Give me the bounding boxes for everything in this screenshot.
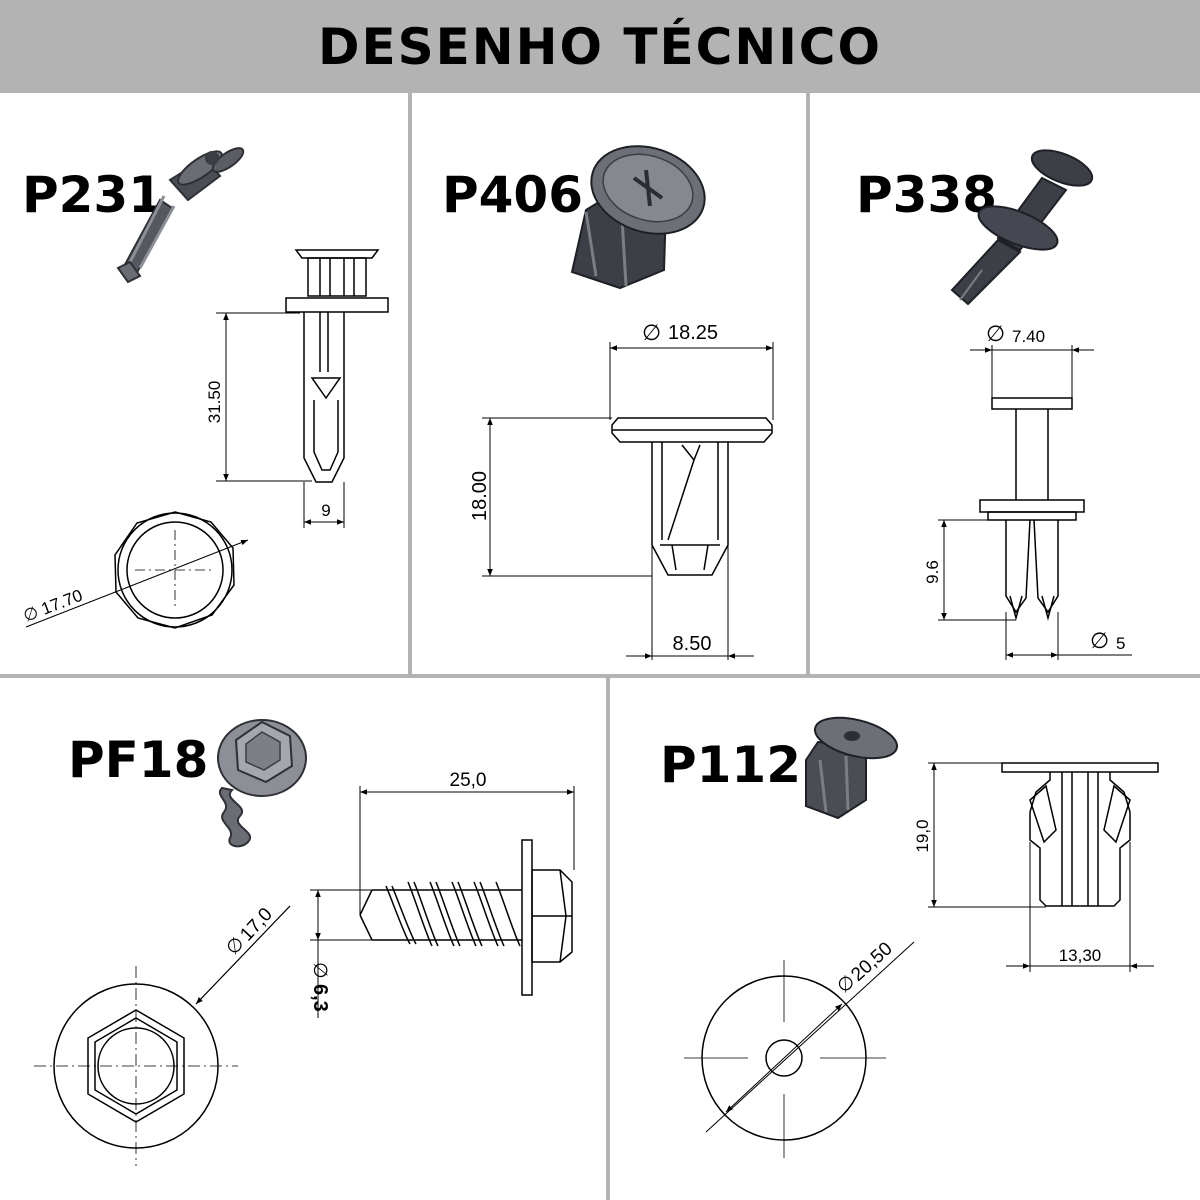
p112-dim-width: 13,30 (1059, 946, 1102, 965)
p231-dim-diameter-symbol: ∅ (21, 603, 42, 626)
p406-dim-width: 8.50 (673, 633, 712, 655)
p112-height-dimension: 19,0 (913, 762, 1046, 908)
p231-dim-width: 9 (321, 501, 330, 520)
header-bar: DESENHO TÉCNICO (0, 0, 1200, 93)
p112-top-view (684, 960, 886, 1158)
page-title: DESENHO TÉCNICO (317, 17, 883, 76)
p231-dim-diameter: 17.70 (39, 586, 86, 619)
pf18-side-view (359, 839, 573, 996)
p338-side-view (979, 397, 1085, 621)
p338-dim-height: 9.6 (923, 560, 942, 584)
pf18-dim-length: 25,0 (450, 770, 487, 791)
p112-dim-diameter: 20,50 (847, 938, 896, 985)
p338-dim-diameter: 7.40 (1012, 327, 1045, 346)
pf18-diameter-dimension: ∅ 17,0 (195, 904, 291, 1005)
pf18-top-view (34, 966, 238, 1166)
p338-width-dimension: ∅ 5 (1005, 612, 1132, 660)
p338-dim-width-symbol: ∅ (1090, 628, 1109, 653)
p338-height-dimension: 9.6 (923, 519, 1016, 621)
p231-dim-height: 31.50 (205, 381, 224, 424)
p406-height-dimension: 18.00 (469, 417, 652, 577)
pf18-product-icon (217, 719, 307, 848)
p406-width-dimension: 8.50 (626, 545, 754, 660)
p406-dim-diameter-symbol: ∅ (642, 320, 661, 345)
part-code-p112: P112 (660, 736, 802, 794)
p338-dim-width: 5 (1116, 634, 1125, 653)
p112-dim-height: 19,0 (913, 819, 932, 852)
p406-product-icon (570, 145, 706, 290)
divider-horizontal (0, 674, 1200, 678)
pf18-thread-dimension: ∅ 6,3 (309, 889, 372, 1018)
p231-width-dimension: 9 (303, 482, 345, 528)
p406-dim-diameter: 18.25 (668, 322, 718, 344)
pf18-length-dimension: 25,0 (359, 770, 575, 915)
divider-bottom (606, 678, 610, 1200)
p406-diameter-dimension: ∅ 18.25 (609, 320, 774, 420)
part-code-p338: P338 (856, 166, 998, 224)
pf18-dim-thread-symbol: ∅ (309, 962, 330, 979)
p112-product-icon (805, 716, 898, 820)
part-code-p406: P406 (442, 166, 584, 224)
p231-product-icon (116, 147, 245, 284)
pf18-dim-diameter: 17,0 (236, 904, 277, 945)
p112-width-dimension: 13,30 (1006, 842, 1154, 972)
divider-top-left (408, 93, 412, 676)
p338-product-icon (950, 149, 1094, 306)
divider-top-right (806, 93, 810, 676)
p338-dim-diameter-symbol: ∅ (986, 321, 1005, 346)
pf18-dim-thread: 6,3 (309, 984, 331, 1012)
p406-side-view (611, 417, 773, 576)
part-code-pf18: PF18 (68, 731, 209, 789)
p112-diameter-dimension: ∅ 20,50 (705, 938, 915, 1133)
p112-side-view (1001, 762, 1159, 907)
part-code-p231: P231 (22, 166, 164, 224)
p338-diameter-dimension: ∅ 7.40 (970, 321, 1094, 398)
p406-dim-height: 18.00 (469, 471, 491, 521)
p231-top-view (114, 511, 235, 629)
p231-side-view (285, 249, 389, 483)
p231-height-dimension: 31.50 (205, 312, 312, 482)
